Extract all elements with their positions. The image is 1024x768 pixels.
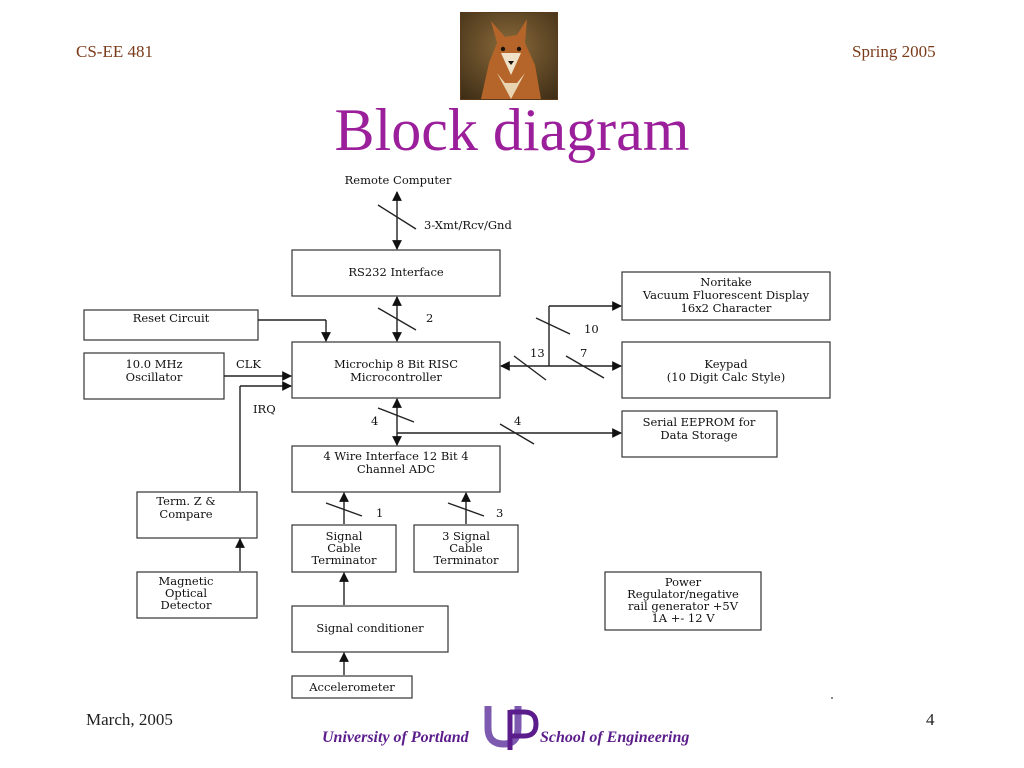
irq-label: IRQ	[253, 402, 276, 416]
keypad-block: Keypad (10 Digit Calc Style)	[621, 341, 831, 399]
bus-eeprom-label: 4	[514, 414, 521, 428]
svg-text:10.0 MHz: 10.0 MHz	[125, 357, 182, 371]
bus-adc-label: 4	[371, 414, 378, 428]
svg-text:Detector: Detector	[161, 598, 212, 612]
bus-left-label: 13	[530, 346, 545, 360]
rs232-mcu-link	[377, 296, 417, 342]
university-label: University of Portland	[322, 729, 469, 746]
oscillator-block: 10.0 MHz Oscillator	[83, 352, 225, 400]
fox-photo	[460, 12, 558, 100]
three-signal-terminator-block: 3 Signal Cable Terminator	[413, 524, 519, 573]
power-block: Power Regulator/negative rail generator …	[604, 571, 762, 631]
svg-text:Vacuum Fluorescent Display: Vacuum Fluorescent Display	[642, 288, 810, 302]
irq-link	[239, 381, 292, 491]
svg-text:Optical: Optical	[165, 586, 207, 600]
mcu-adc-link	[377, 398, 415, 446]
svg-text:Microcontroller: Microcontroller	[350, 370, 442, 384]
svg-text:Terminator: Terminator	[434, 553, 499, 567]
svg-text:Cable: Cable	[449, 541, 483, 555]
remote-computer-label: Remote Computer	[345, 173, 452, 187]
reset-link	[258, 319, 331, 342]
svg-text:Terminator: Terminator	[312, 553, 377, 567]
vfd-block: Noritake Vacuum Fluorescent Display 16x2…	[621, 271, 831, 321]
signal-conditioner-block: Signal conditioner	[291, 605, 449, 653]
magnetic-detector-block: Magnetic Optical Detector	[136, 571, 258, 619]
adc-block: 4 Wire Interface 12 Bit 4 Channel ADC	[291, 445, 501, 493]
slide-title: Block diagram	[334, 97, 690, 163]
remote-rs232-link	[377, 191, 417, 250]
reset-circuit-block: Reset Circuit	[83, 309, 259, 341]
svg-text:Reset Circuit: Reset Circuit	[133, 311, 210, 325]
bus-rs232-label: 2	[426, 311, 433, 325]
clk-label: CLK	[236, 357, 261, 371]
svg-text:Oscillator: Oscillator	[126, 370, 183, 384]
rs232-block: RS232 Interface	[291, 249, 501, 297]
svg-text:16x2 Character: 16x2 Character	[681, 301, 772, 315]
svg-text:Power: Power	[665, 575, 702, 589]
bus-keypad-label: 7	[580, 346, 587, 360]
svg-text:Accelerometer: Accelerometer	[308, 680, 395, 694]
svg-text:3 Signal: 3 Signal	[442, 529, 490, 543]
eeprom-block: Serial EEPROM for Data Storage	[621, 410, 778, 458]
stray-dot	[831, 697, 833, 699]
bus-sig3-label: 3	[496, 506, 503, 520]
accelerometer-block: Accelerometer	[291, 675, 413, 699]
svg-text:Magnetic: Magnetic	[159, 574, 214, 588]
svg-text:(10 Digit Calc Style): (10 Digit Calc Style)	[667, 370, 785, 384]
mcu-vfd-link	[535, 301, 622, 366]
svg-text:Serial EEPROM for: Serial EEPROM for	[643, 415, 756, 429]
svg-text:4 Wire Interface 12 Bit 4: 4 Wire Interface 12 Bit 4	[323, 449, 468, 463]
footer-date: March, 2005	[86, 710, 173, 729]
school-label: School of Engineering	[540, 729, 690, 746]
svg-text:Cable: Cable	[327, 541, 361, 555]
svg-text:RS232 Interface: RS232 Interface	[348, 265, 444, 279]
microcontroller-block: Microchip 8 Bit RISC Microcontroller	[291, 341, 501, 399]
page-number: 4	[926, 710, 935, 729]
sig3-adc-link	[447, 492, 485, 524]
course-label: CS-EE 481	[76, 42, 153, 61]
mcu-keypad-link	[500, 355, 622, 381]
term-compare-block: Term. Z & Compare	[136, 491, 258, 539]
svg-text:Regulator/negative: Regulator/negative	[627, 587, 739, 601]
svg-text:Signal conditioner: Signal conditioner	[316, 621, 424, 635]
svg-text:Noritake: Noritake	[700, 275, 752, 289]
bus-vfd-label: 10	[584, 322, 599, 336]
svg-text:Channel ADC: Channel ADC	[357, 462, 436, 476]
svg-text:Term. Z &: Term. Z &	[156, 494, 215, 508]
up-logo-icon	[484, 706, 539, 750]
sig1-adc-link	[325, 492, 363, 524]
xmt-rcv-label: 3-Xmt/Rcv/Gnd	[424, 218, 512, 232]
svg-text:Compare: Compare	[159, 507, 212, 521]
svg-text:Data Storage: Data Storage	[660, 428, 737, 442]
svg-text:Keypad: Keypad	[704, 357, 748, 371]
svg-text:Microchip 8 Bit RISC: Microchip 8 Bit RISC	[334, 357, 458, 371]
svg-text:Signal: Signal	[326, 529, 363, 543]
svg-text:1A +- 12 V: 1A +- 12 V	[651, 611, 715, 625]
signal-terminator-block: Signal Cable Terminator	[291, 524, 397, 573]
svg-text:rail generator +5V: rail generator +5V	[628, 599, 739, 613]
mcu-eeprom-link	[397, 423, 622, 445]
term-label: Spring 2005	[852, 42, 936, 61]
bus-sig1-label: 1	[376, 506, 383, 520]
